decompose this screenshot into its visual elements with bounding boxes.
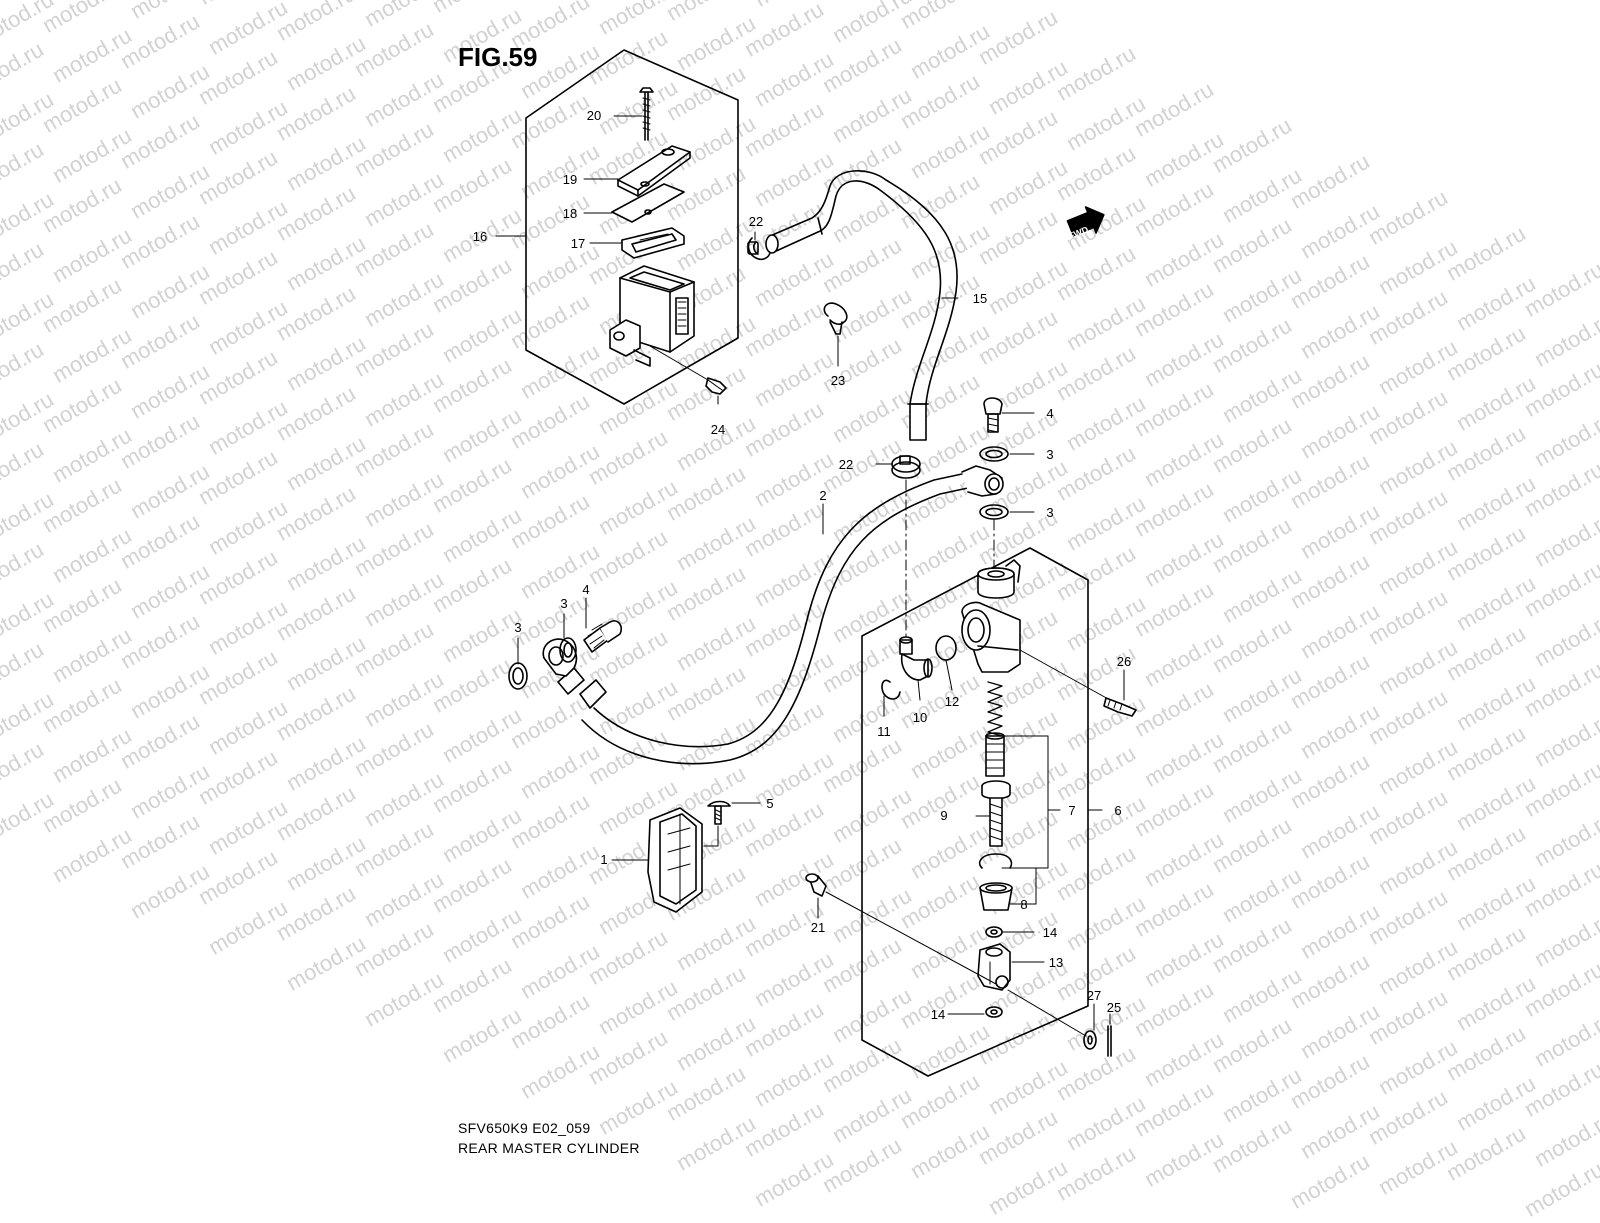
callout-11: 11 xyxy=(877,724,891,739)
washer-part-27 xyxy=(1007,989,1097,1050)
callout-25: 25 xyxy=(1107,1000,1121,1015)
callout-27: 27 xyxy=(1087,988,1101,1003)
callout-1: 1 xyxy=(600,852,607,867)
circlip-rod xyxy=(978,853,1013,869)
callout-14-upper: 14 xyxy=(1043,925,1057,940)
callout-17: 17 xyxy=(571,236,585,251)
fwd-arrow-icon xyxy=(1066,206,1105,237)
union-bolt-part-4-upper xyxy=(983,397,1003,433)
model-code: SFV650K9 E02_059 xyxy=(458,1120,591,1136)
elbow-fitting-part-10 xyxy=(899,636,933,681)
brake-hose-part-2 xyxy=(581,465,1004,765)
washer-part-3-upper-b xyxy=(979,504,1009,520)
callout-18: 18 xyxy=(563,206,577,221)
callout-14-lower: 14 xyxy=(931,1007,945,1022)
callout-13: 13 xyxy=(1049,955,1063,970)
callout-10: 10 xyxy=(913,710,927,725)
washer-part-3-center xyxy=(559,637,577,663)
callout-3-left: 3 xyxy=(514,620,521,635)
master-cylinder-assembly-outline xyxy=(861,547,1089,1077)
callout-26: 26 xyxy=(1117,654,1131,669)
cotter-pin-part-25 xyxy=(1107,1025,1112,1057)
callout-4-upper: 4 xyxy=(1046,406,1053,421)
washer-part-3-left xyxy=(508,662,528,690)
screw-part-20 xyxy=(639,87,654,141)
washer-part-3-upper-a-inner xyxy=(985,449,1003,459)
circlip-part-11 xyxy=(881,679,901,700)
spring xyxy=(987,681,1003,737)
push-rod-part-9 xyxy=(981,780,1011,847)
nut-part-14-upper xyxy=(985,926,1003,938)
boot-part-8 xyxy=(979,882,1013,911)
callout-4-left: 4 xyxy=(582,582,589,597)
master-cylinder-body xyxy=(961,559,1021,673)
hose-end-fitting-left xyxy=(542,638,607,709)
callout-2: 2 xyxy=(819,488,826,503)
callout-19: 19 xyxy=(563,172,577,187)
callout-15: 15 xyxy=(973,291,987,306)
figure-title: FIG.59 xyxy=(458,42,538,72)
reservoir-body xyxy=(609,265,695,367)
washer-part-3-upper-a xyxy=(979,446,1009,462)
callout-7: 7 xyxy=(1068,803,1075,818)
callout-21: 21 xyxy=(811,920,825,935)
diagram-name: REAR MASTER CYLINDER xyxy=(458,1140,640,1156)
callout-22-lower: 22 xyxy=(839,457,853,472)
hose-clamp-part-22-upper xyxy=(747,231,772,261)
leader-lines xyxy=(495,115,1125,1031)
hose-clamp-part-22-lower xyxy=(891,455,921,479)
reservoir-assembly-outline xyxy=(525,49,739,405)
callout-23: 23 xyxy=(831,373,845,388)
nut-part-14-lower xyxy=(985,1006,1003,1018)
callout-16: 16 xyxy=(473,229,487,244)
callout-3-upper-a: 3 xyxy=(1046,447,1053,462)
callout-9: 9 xyxy=(940,808,947,823)
cover-part-1 xyxy=(647,807,703,913)
callout-labels: 20 19 18 17 16 22 15 23 24 4 3 22 3 2 3 … xyxy=(473,108,1131,1022)
washer-part-3-upper-b-inner xyxy=(985,507,1003,517)
callout-6: 6 xyxy=(1114,803,1121,818)
callout-24: 24 xyxy=(711,422,725,437)
piston-part-7 xyxy=(985,732,1005,777)
callout-22-upper: 22 xyxy=(749,214,763,229)
o-ring-part-12 xyxy=(935,635,957,661)
callout-20: 20 xyxy=(587,108,601,123)
bolt-part-26 xyxy=(1019,649,1137,717)
union-bolt-part-4-left xyxy=(583,620,623,653)
screw-part-5 xyxy=(703,800,731,847)
reservoir-hose-part-15 xyxy=(765,170,958,441)
reservoir-cap-part-19 xyxy=(617,145,691,197)
callout-5: 5 xyxy=(766,796,773,811)
callout-3-center: 3 xyxy=(560,596,567,611)
plate-part-18 xyxy=(611,183,685,223)
bolt-part-24 xyxy=(649,345,727,395)
callout-8: 8 xyxy=(1020,897,1027,912)
callout-12: 12 xyxy=(945,694,959,709)
hose-clip-part-23 xyxy=(823,302,848,367)
clevis-pin-part-21 xyxy=(805,873,997,985)
diaphragm-part-17 xyxy=(621,227,685,259)
callout-3-upper-b: 3 xyxy=(1046,505,1053,520)
